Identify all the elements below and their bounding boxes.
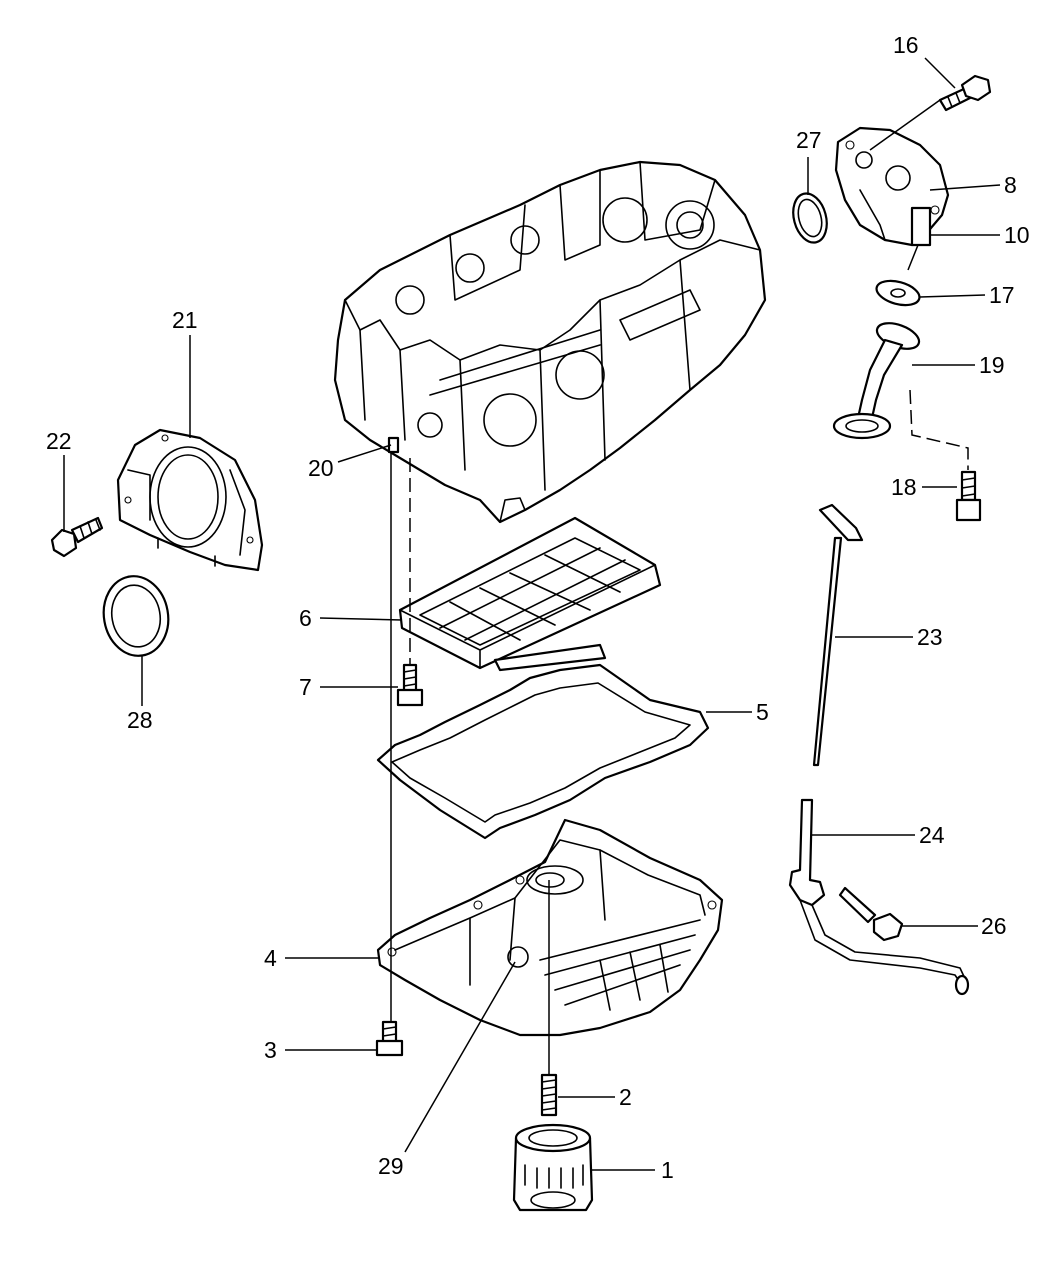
front-crank-seal <box>792 192 828 244</box>
pickup-o-ring <box>875 279 921 307</box>
alignment-lines <box>390 244 969 1075</box>
callout-4: 4 <box>264 945 277 971</box>
bolt-18 <box>955 470 982 522</box>
dowel-20 <box>387 436 400 454</box>
callout-22: 22 <box>46 428 72 454</box>
callout-27: 27 <box>796 127 822 153</box>
oil-dipstick <box>812 503 864 767</box>
bolt-3 <box>375 1020 404 1057</box>
callout-20: 20 <box>308 455 334 481</box>
oil-pan-gasket <box>376 663 710 840</box>
oil-pump <box>834 126 950 247</box>
callout-19: 19 <box>979 352 1005 378</box>
callout-24: 24 <box>919 822 945 848</box>
callout-8: 8 <box>1004 172 1017 198</box>
drain-stud <box>540 1073 558 1117</box>
bolt-26 <box>838 886 904 942</box>
callout-5: 5 <box>756 699 769 725</box>
rear-main-seal <box>102 575 170 657</box>
callout-21: 21 <box>172 307 198 333</box>
callout-18: 18 <box>891 474 917 500</box>
rear-main-seal-retainer <box>116 428 264 572</box>
oil-filter <box>512 1123 594 1212</box>
callout-2: 2 <box>619 1084 632 1110</box>
callout-23: 23 <box>917 624 943 650</box>
callout-1: 1 <box>661 1157 674 1183</box>
callout-26: 26 <box>981 913 1007 939</box>
windage-tray <box>398 516 662 672</box>
callout-10: 10 <box>1004 222 1030 248</box>
callout-labels: 1 2 3 4 5 6 7 8 10 16 17 18 19 20 21 22 … <box>46 32 1030 1183</box>
callout-6: 6 <box>299 605 312 631</box>
callout-3: 3 <box>264 1037 277 1063</box>
leader-lines <box>63 57 1001 1171</box>
callout-7: 7 <box>299 674 312 700</box>
callout-28: 28 <box>127 707 153 733</box>
callout-17: 17 <box>989 282 1015 308</box>
oil-pickup-tube <box>832 322 921 440</box>
oil-pan <box>376 818 724 1037</box>
dipstick-tube <box>788 798 970 996</box>
bolt-7 <box>396 663 424 707</box>
bolt-16 <box>938 74 992 112</box>
callout-29: 29 <box>378 1153 404 1179</box>
callout-16: 16 <box>893 32 919 58</box>
engine-block <box>333 160 767 524</box>
bolt-22 <box>50 516 104 558</box>
